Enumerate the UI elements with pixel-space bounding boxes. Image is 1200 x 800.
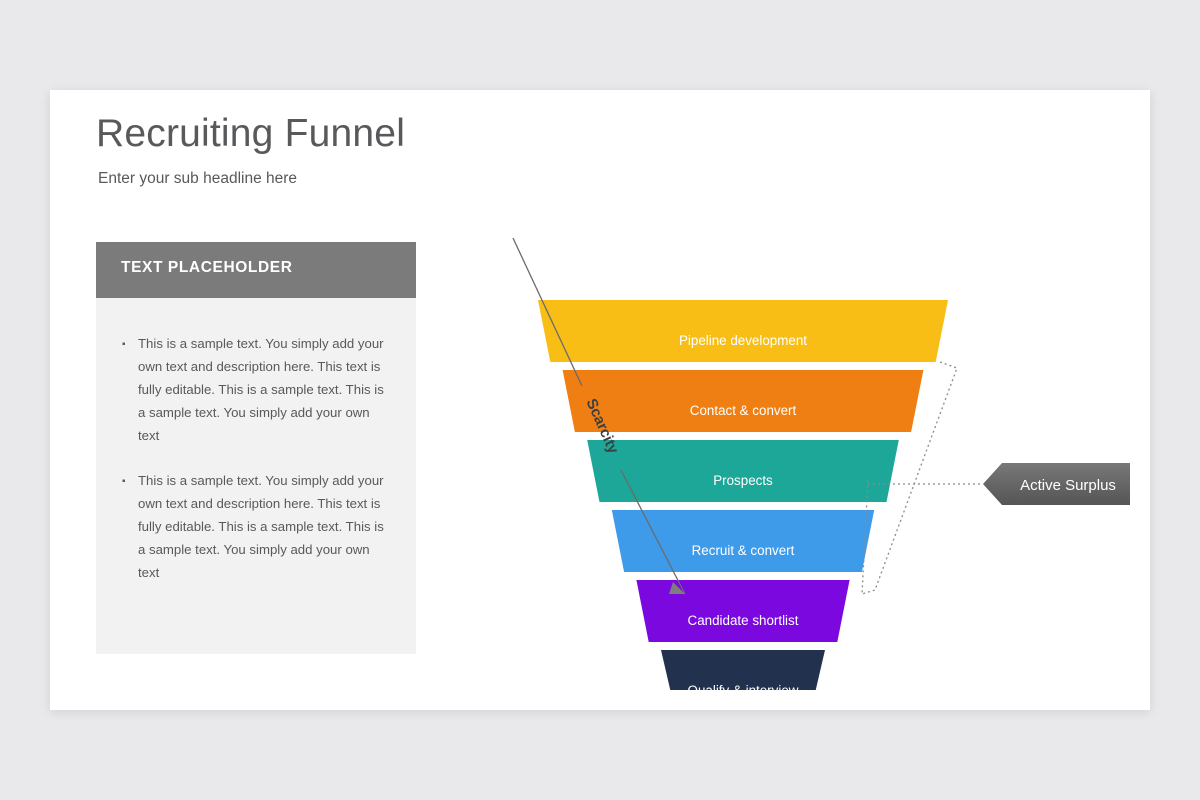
stage-label: Pipeline development xyxy=(679,333,807,348)
funnel-stage[interactable]: Prospects xyxy=(587,440,899,502)
funnel-stage[interactable]: Candidate shortlist xyxy=(636,580,850,642)
bullet-text: This is a sample text. You simply add yo… xyxy=(138,473,384,580)
active-surplus-callout[interactable]: Active Surplus xyxy=(861,361,1130,595)
stage-band xyxy=(562,370,924,432)
scarcity-arrowhead xyxy=(669,582,685,594)
stage-band xyxy=(587,440,899,502)
funnel-stage[interactable]: Qualify & interview xyxy=(661,650,825,690)
funnel-stage[interactable]: Pipeline development xyxy=(538,300,948,362)
stage-label: Recruit & convert xyxy=(692,543,795,558)
stage-label: Candidate shortlist xyxy=(688,613,799,628)
stage-band xyxy=(611,510,875,572)
scarcity-line-upper xyxy=(512,237,583,387)
stage-band xyxy=(636,580,850,642)
stage-label: Contact & convert xyxy=(690,403,797,418)
panel-header: TEXT PLACEHOLDER xyxy=(96,242,416,298)
scarcity-line-lower xyxy=(620,469,686,595)
bullet-text: This is a sample text. You simply add yo… xyxy=(138,336,384,443)
funnel-stage[interactable]: Recruit & convert xyxy=(611,510,875,572)
text-placeholder-panel: TEXT PLACEHOLDER ▪ This is a sample text… xyxy=(96,242,416,654)
page-subtitle: Enter your sub headline here xyxy=(98,170,298,187)
callout-tag-label: Active Surplus xyxy=(1020,477,1116,494)
slide-card: Recruiting Funnel Enter your sub headlin… xyxy=(50,90,1150,710)
bullet-icon: ▪ xyxy=(122,476,126,487)
list-item: ▪ This is a sample text. You simply add … xyxy=(122,469,392,584)
stage-band xyxy=(661,650,825,690)
panel-header-label: TEXT PLACEHOLDER xyxy=(121,259,293,276)
callout-tag-shape[interactable] xyxy=(983,463,1130,505)
callout-bracket xyxy=(861,361,958,595)
stage-label: Prospects xyxy=(713,473,773,488)
list-item: ▪ This is a sample text. You simply add … xyxy=(122,332,392,447)
page-title: Recruiting Funnel xyxy=(96,112,406,155)
funnel-stage[interactable]: Contact & convert xyxy=(562,370,924,432)
stage-band xyxy=(538,300,948,362)
bullet-icon: ▪ xyxy=(122,339,126,350)
stage-label: Qualify & interview xyxy=(688,683,799,690)
